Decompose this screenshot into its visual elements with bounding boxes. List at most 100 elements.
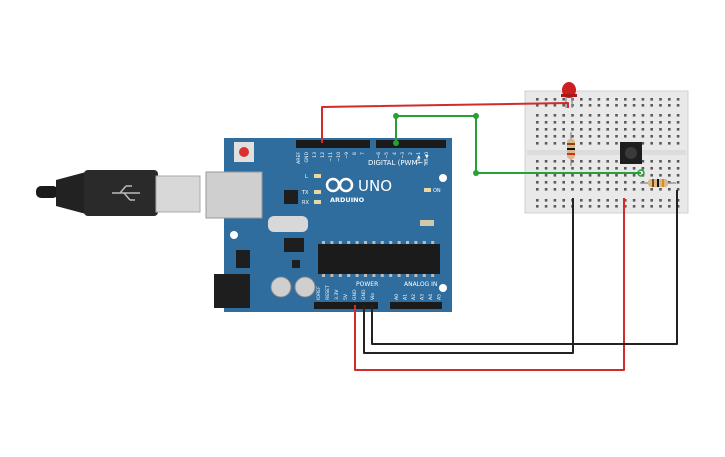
breadboard-hole bbox=[562, 199, 565, 202]
wire-gnd-to-button-resistor[interactable] bbox=[371, 190, 678, 345]
breadboard-hole bbox=[632, 167, 636, 170]
resistor-band bbox=[567, 143, 575, 145]
breadboard-hole bbox=[571, 121, 574, 124]
resistor-horizontal[interactable] bbox=[640, 179, 676, 187]
breadboard-hole bbox=[580, 160, 583, 163]
wires bbox=[321, 102, 678, 371]
breadboard-hole bbox=[641, 188, 645, 191]
resistor-band bbox=[567, 148, 575, 150]
breadboard-hole bbox=[553, 188, 557, 191]
power-pin-label: RESET bbox=[325, 285, 331, 300]
breadboard-hole bbox=[615, 188, 618, 191]
mounting-hole bbox=[439, 284, 447, 292]
breadboard-hole bbox=[536, 98, 539, 101]
breadboard-hole bbox=[641, 128, 645, 131]
logo-arduino: ARDUINO bbox=[330, 196, 365, 204]
breadboard-hole bbox=[668, 174, 671, 177]
resistor-band bbox=[652, 179, 654, 187]
breadboard-hole bbox=[536, 121, 539, 124]
breadboard-hole bbox=[562, 205, 565, 208]
breadboard-hole bbox=[588, 128, 592, 131]
breadboard-hole bbox=[597, 98, 601, 101]
chip-pin bbox=[406, 274, 409, 277]
led-tx-label: TX bbox=[301, 190, 309, 196]
breadboard-hole bbox=[562, 121, 565, 124]
breadboard-hole bbox=[571, 174, 574, 177]
breadboard-hole bbox=[580, 135, 583, 138]
wire-pin13-to-led[interactable] bbox=[321, 102, 569, 143]
breadboard-hole bbox=[580, 205, 583, 208]
breadboard-hole bbox=[615, 199, 618, 202]
chip-pin bbox=[347, 274, 351, 277]
breadboard-hole bbox=[650, 142, 653, 145]
breadboard-hole bbox=[615, 167, 618, 170]
breadboard-hole bbox=[659, 167, 662, 170]
top-pin-label: ~9 bbox=[344, 152, 350, 159]
wire-gnd-to-led-resistor[interactable] bbox=[363, 198, 574, 354]
usb-chip bbox=[284, 190, 298, 204]
wire-5v-to-breadboard[interactable] bbox=[354, 198, 625, 371]
wire-joint bbox=[473, 170, 479, 176]
wire-joint bbox=[473, 113, 479, 119]
breadboard-hole bbox=[536, 160, 539, 163]
breadboard-hole bbox=[659, 121, 662, 124]
breadboard-hole bbox=[571, 135, 574, 138]
voltage-regulator bbox=[236, 250, 250, 268]
led-rx-label: RX bbox=[302, 200, 309, 206]
breadboard-hole bbox=[606, 205, 609, 208]
breadboard-hole bbox=[553, 174, 557, 177]
breadboard-hole bbox=[606, 188, 609, 191]
breadboard-hole bbox=[676, 199, 680, 202]
breadboard-hole bbox=[544, 142, 548, 145]
top-pin-label: RX◀0 bbox=[424, 152, 430, 165]
breadboard-hole bbox=[544, 114, 548, 117]
chip-pin bbox=[355, 274, 359, 277]
breadboard-hole bbox=[580, 98, 583, 101]
usb-cable[interactable] bbox=[36, 170, 201, 216]
breadboard-holes bbox=[536, 98, 680, 208]
breadboard-hole bbox=[650, 135, 653, 138]
breadboard-hole bbox=[659, 199, 662, 202]
breadboard-hole bbox=[668, 114, 671, 117]
top-pin-label: ~3 bbox=[400, 152, 406, 159]
breadboard-hole bbox=[615, 128, 618, 131]
breadboard[interactable] bbox=[524, 90, 689, 214]
breadboard-hole bbox=[676, 142, 680, 145]
breadboard-hole bbox=[544, 98, 548, 101]
breadboard-hole bbox=[553, 98, 557, 101]
top-pin-label: ~10 bbox=[336, 152, 342, 162]
breadboard-hole bbox=[588, 114, 592, 117]
breadboard-hole bbox=[676, 160, 680, 163]
logo-uno: UNO bbox=[358, 177, 392, 195]
resistor-band bbox=[662, 179, 664, 187]
breadboard-hole bbox=[676, 128, 680, 131]
chip-pin bbox=[414, 274, 418, 277]
resistor-band bbox=[567, 153, 575, 155]
breadboard-hole bbox=[624, 98, 627, 101]
breadboard-hole bbox=[544, 199, 548, 202]
top-pin-label: ~11 bbox=[328, 152, 334, 162]
breadboard-hole bbox=[571, 181, 574, 184]
chip-pin bbox=[389, 241, 393, 244]
chip-pin bbox=[338, 241, 342, 244]
breadboard-hole bbox=[580, 128, 583, 131]
breadboard-hole bbox=[624, 199, 627, 202]
breadboard-hole bbox=[580, 104, 583, 107]
breadboard-hole bbox=[562, 181, 565, 184]
breadboard-hole bbox=[659, 128, 662, 131]
breadboard-hole bbox=[650, 174, 653, 177]
resistor-vertical[interactable] bbox=[567, 132, 575, 166]
logo-infinity-right-icon bbox=[338, 177, 354, 193]
breadboard-hole bbox=[615, 160, 618, 163]
breadboard-hole bbox=[615, 98, 618, 101]
breadboard-hole bbox=[668, 160, 671, 163]
breadboard-hole bbox=[597, 174, 601, 177]
red-led[interactable] bbox=[561, 82, 577, 108]
breadboard-hole bbox=[588, 135, 592, 138]
usb-cable-strain-relief bbox=[56, 172, 86, 214]
breadboard-hole bbox=[632, 98, 636, 101]
breadboard-hole bbox=[641, 160, 645, 163]
pushbutton[interactable] bbox=[620, 142, 642, 164]
